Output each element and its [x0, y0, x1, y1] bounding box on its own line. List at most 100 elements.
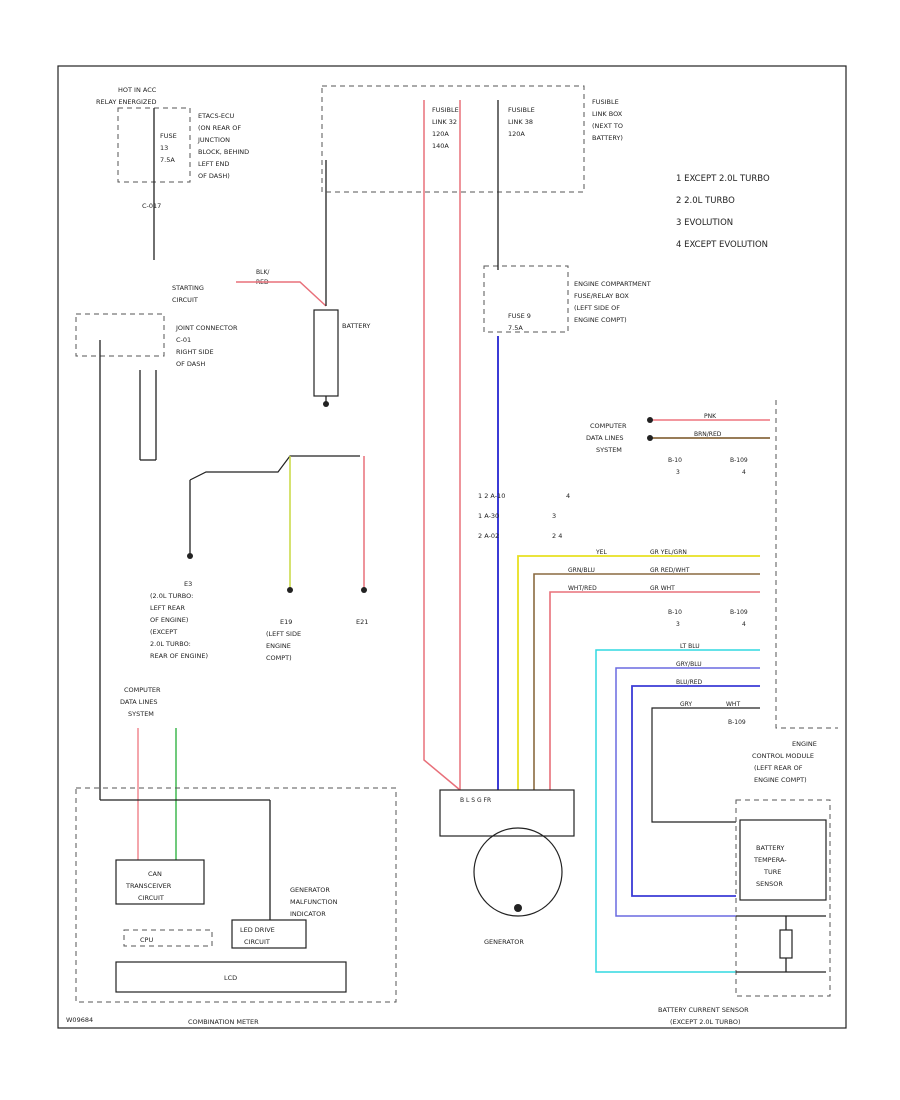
fuse-amp: 7.5A — [160, 156, 175, 164]
wire-grnblu-label: GRY/BLU — [676, 661, 702, 668]
sensor-ltblu-wire — [595, 649, 760, 973]
fl-box-label-2: LINK BOX — [592, 110, 623, 118]
joint-connector-label-3: RIGHT SIDE — [176, 348, 214, 356]
ec-box-label-3: (LEFT SIDE OF — [574, 304, 620, 312]
generator-ground-icon — [514, 904, 522, 912]
fuse-number: 13 — [160, 144, 168, 152]
computer-data-lines-left-2: DATA LINES — [120, 698, 157, 706]
ground-e3-label-1: E3 — [184, 580, 192, 588]
joint-connector-label-2: C-01 — [176, 336, 191, 344]
led-drive-block — [231, 919, 307, 949]
conn-b109b-label: B-109 — [730, 609, 748, 616]
wire-brnred-label: BRN/RED — [694, 431, 722, 438]
lcd-label: LCD — [224, 974, 237, 982]
computer-data-lines-left-1: COMPUTER — [124, 686, 161, 694]
wire-whtred2-label: WHT/RED — [568, 585, 597, 592]
joint-connector-box — [75, 313, 165, 357]
combination-meter-label: COMBINATION METER — [188, 1018, 259, 1026]
relay-energized-label: RELAY ENERGIZED — [96, 98, 156, 106]
battery-ground-icon — [323, 401, 329, 407]
lcd-block — [115, 961, 347, 993]
pin3b-label: 3 — [676, 621, 680, 628]
ground-e21-label: E21 — [356, 618, 368, 626]
conn-a-label: 1 2 A-10 — [478, 492, 505, 500]
fusible-link-38-label-1: FUSIBLE — [508, 106, 535, 114]
ecm-label-2: CONTROL MODULE — [752, 752, 814, 760]
computer-data-lines-left-3: SYSTEM — [128, 710, 154, 718]
etacs-label-4: BLOCK, BEHIND — [198, 148, 249, 156]
led-drive-label-2: CIRCUIT — [244, 938, 270, 946]
wire-gr-redwht-label: GR RED/WHT — [650, 567, 690, 574]
ground-bus-wire — [189, 455, 360, 481]
ground-e21-icon — [361, 587, 367, 593]
ec-box-label-4: ENGINE COMPT) — [574, 316, 627, 324]
ecm-label-1: ENGINE — [792, 740, 817, 748]
ec-box-label-2: FUSE/RELAY BOX — [574, 292, 629, 300]
generator-l-wire — [517, 555, 760, 790]
generator-b-wire-1 — [423, 100, 461, 791]
ground-e3-label-3: LEFT REAR — [150, 604, 185, 612]
fuse9-amp: 7.5A — [508, 324, 523, 332]
footer-code: W09684 — [66, 1016, 93, 1024]
battery-label: BATTERY — [342, 322, 370, 330]
ground-e19-label-2: (LEFT SIDE — [266, 630, 301, 638]
ec-box-label-1: ENGINE COMPARTMENT — [574, 280, 651, 288]
computer-data-lines-right-1: COMPUTER — [590, 422, 627, 430]
fl-box-label-4: BATTERY) — [592, 134, 623, 142]
engine-compartment-fuse-box — [483, 265, 569, 333]
current-sense-resistor — [779, 929, 793, 959]
ground-e3-icon — [187, 553, 193, 559]
conn-c-label: 2 A-02 — [478, 532, 499, 540]
etacs-label-2: (ON REAR OF — [198, 124, 241, 132]
etacs-label-5: LEFT END — [198, 160, 229, 168]
sensor-grnblu-wire — [615, 667, 760, 917]
conn-ref-2: 3 — [552, 512, 556, 520]
ecm-box — [775, 400, 838, 729]
conn-b10-label: B-10 — [668, 457, 682, 464]
wire-wht-label: WHT — [726, 701, 740, 708]
bts-label-3: TURE — [763, 868, 781, 876]
conn-b109-label: B-109 — [730, 457, 748, 464]
bts-label-1: BATTERY — [756, 844, 784, 852]
gen-malf-label-3: INDICATOR — [290, 910, 326, 918]
fl-box-label-1: FUSIBLE — [592, 98, 619, 106]
legend-item-1: 1 EXCEPT 2.0L TURBO — [676, 174, 770, 184]
sensor-gry-wire — [651, 707, 760, 823]
generator-label: GENERATOR — [484, 938, 524, 946]
fusible-link-32-label-4: 140A — [432, 142, 449, 150]
wire-blured-label: BLU/RED — [676, 679, 703, 686]
can-high-right-node — [647, 417, 653, 423]
conn-b-label: 1 A-30 — [478, 512, 499, 520]
diagram-frame — [57, 65, 847, 1029]
ecm-label-3: (LEFT REAR OF — [754, 764, 803, 772]
etacs-label-6: OF DASH) — [198, 172, 230, 180]
ecm-label-4: ENGINE COMPT) — [754, 776, 807, 784]
cpu-label: CPU — [140, 936, 153, 944]
legend-item-4: 4 EXCEPT EVOLUTION — [676, 240, 768, 250]
generator-connector — [439, 789, 575, 837]
ground-e3-label-6: 2.0L TURBO: — [150, 640, 191, 648]
pin4b-label: 4 — [742, 621, 746, 628]
generator-pins: B L S G FR — [460, 797, 491, 804]
fuse9-label: FUSE 9 — [508, 312, 531, 320]
battery-current-sensor-box — [735, 799, 831, 997]
wire-pnk-label: PNK — [704, 413, 717, 420]
can-label-2: TRANSCEIVER — [125, 882, 172, 890]
can-label-1: CAN — [148, 870, 162, 878]
pin3-label: 3 — [676, 469, 680, 476]
conn-b109c-label: B-109 — [728, 719, 746, 726]
can-low-right-node — [647, 435, 653, 441]
combination-meter-box — [75, 787, 397, 1003]
fusible-link-38-label-3: 120A — [508, 130, 525, 138]
pin4-label: 4 — [742, 469, 746, 476]
ground-e3-label-2: (2.0L TURBO: — [150, 592, 193, 600]
battery-current-sensor-label-1: BATTERY CURRENT SENSOR — [658, 1006, 749, 1014]
ground-e19-label-1: E19 — [280, 618, 292, 626]
wire-gr-wht-label: GR WHT — [650, 585, 675, 592]
gen-malf-label-1: GENERATOR — [290, 886, 330, 894]
generator-symbol — [473, 827, 563, 917]
can-transceiver-block — [115, 859, 205, 905]
led-drive-label-1: LED DRIVE — [240, 926, 275, 934]
legend-item-2: 2 2.0L TURBO — [676, 196, 735, 206]
